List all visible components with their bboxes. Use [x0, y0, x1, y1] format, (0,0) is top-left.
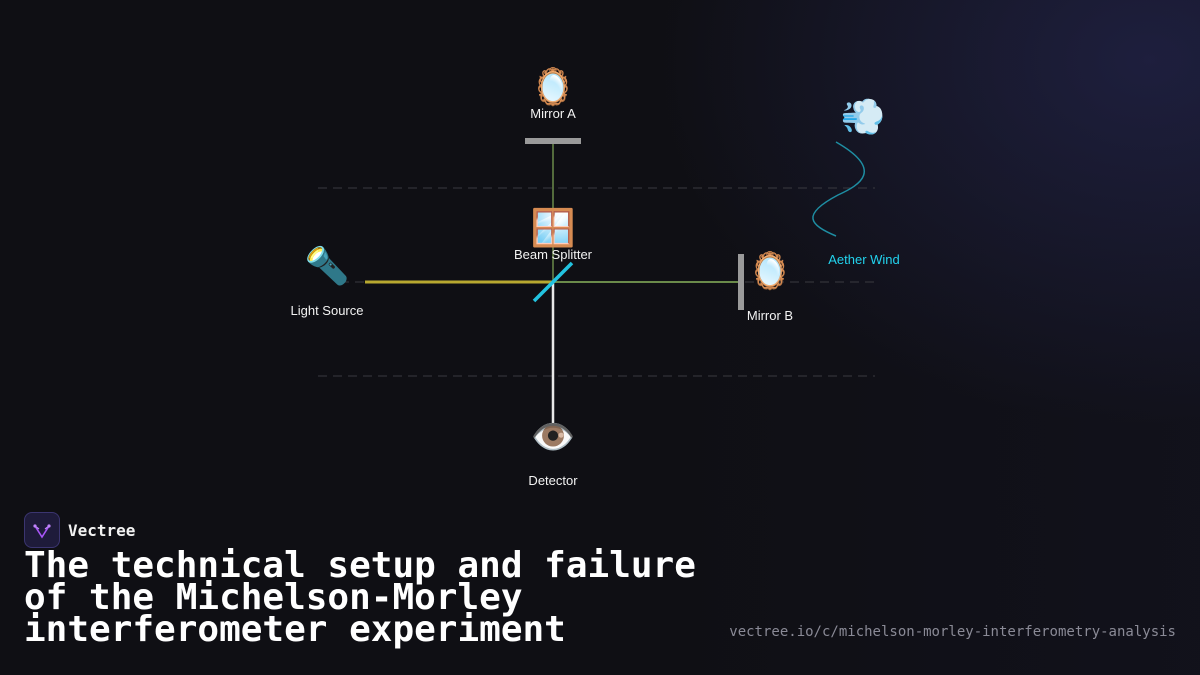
aether-wind-curve: [812, 141, 865, 237]
flashlight-icon: 🔦: [304, 246, 350, 287]
light-source-label: Light Source: [290, 303, 364, 318]
mirror-b-plate: [738, 254, 744, 310]
detector-label: Detector: [528, 473, 578, 488]
aether-wind-label: Aether Wind: [828, 252, 900, 267]
brand-name: Vectree: [68, 520, 136, 540]
page-url[interactable]: vectree.io/c/michelson-morley-interferom…: [729, 624, 1176, 640]
mirror-b-label: Mirror B: [746, 308, 794, 323]
mirror-a-plate: [525, 138, 581, 144]
beam-splitter-plate: [532, 261, 574, 303]
mirror-a-label: Mirror A: [530, 106, 576, 121]
brand[interactable]: Vectree: [24, 512, 135, 548]
mirror-a-icon: 🪞: [530, 67, 576, 108]
vectree-logo-icon: [24, 512, 60, 548]
wind-icon: 💨: [840, 97, 886, 138]
beam-splitter-icon: 🪟: [530, 208, 576, 249]
mirror-b-icon: 🪞: [747, 251, 793, 292]
eye-icon: 👁️: [530, 417, 576, 458]
page-title: The technical setup and failure of the M…: [24, 545, 696, 650]
beam-splitter-label: Beam Splitter: [513, 247, 593, 262]
